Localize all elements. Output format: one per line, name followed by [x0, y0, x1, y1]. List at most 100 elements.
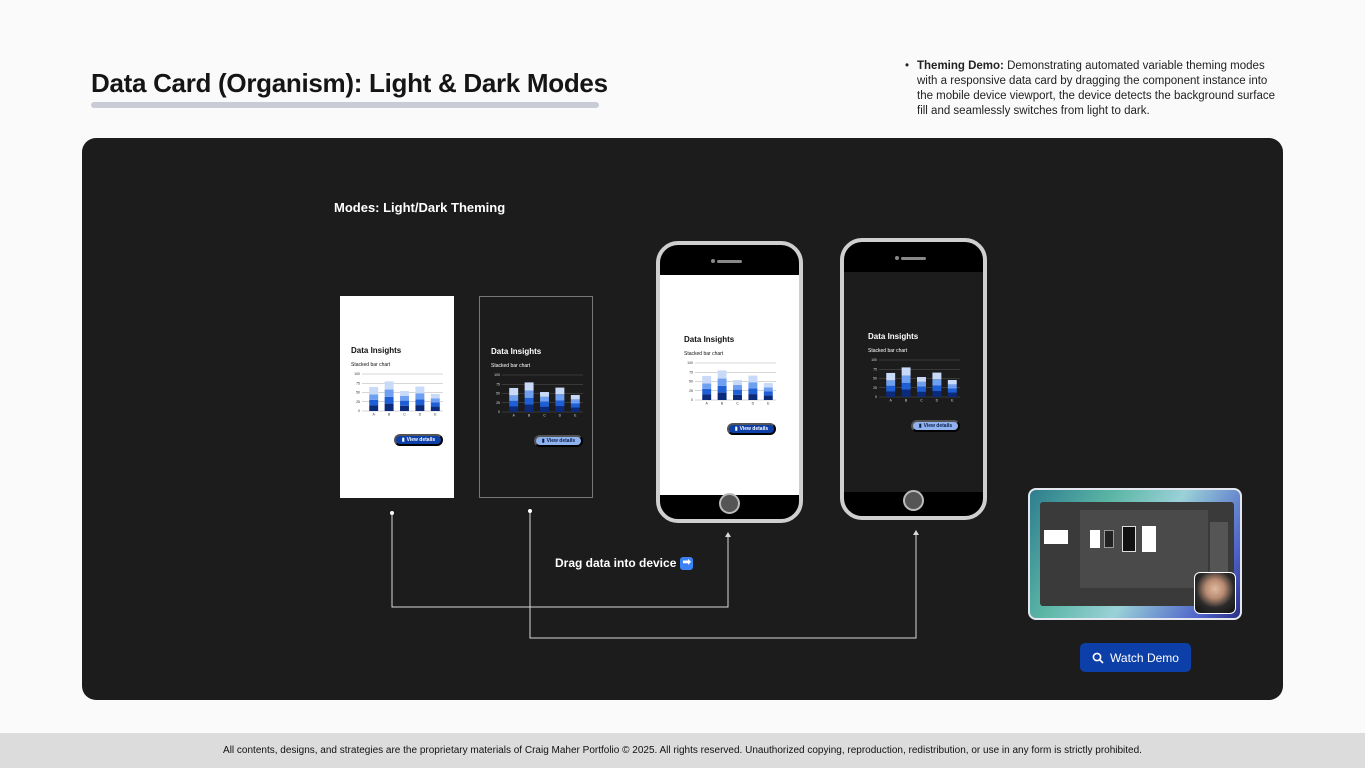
bar-segment: [763, 382, 773, 388]
drag-label-text: Drag data into device: [555, 556, 677, 570]
bar-segment: [901, 375, 911, 383]
bar-segment: [932, 372, 942, 380]
bar-segment: [555, 394, 565, 401]
camera-icon: [895, 256, 899, 260]
bar-segment: [702, 383, 712, 389]
view-details-button[interactable]: ▮View details: [911, 420, 960, 432]
bar-segment: [917, 381, 926, 387]
canvas-preview: [1080, 510, 1208, 588]
bar-segment: [400, 400, 409, 406]
bar-segment: [369, 386, 379, 395]
bar-segment: [717, 370, 727, 379]
theming-note: • Theming Demo: Demonstrating automated …: [905, 59, 1285, 119]
bar-segment: [886, 385, 896, 392]
bar-segment: [384, 396, 394, 404]
watch-demo-button[interactable]: Watch Demo: [1080, 643, 1191, 672]
bar-segment: [763, 391, 773, 396]
bar-segment: [947, 384, 957, 389]
bar-segment: [384, 389, 394, 397]
y-tick-label: 25: [356, 400, 360, 404]
bar-segment: [509, 400, 519, 407]
y-tick-label: 0: [358, 409, 360, 413]
bar-segment: [748, 394, 758, 400]
bar-segment: [430, 402, 440, 407]
y-tick-label: 0: [498, 410, 500, 414]
x-tick-label: B: [528, 414, 531, 418]
bar-segment: [733, 394, 742, 400]
y-tick-label: 75: [689, 370, 693, 374]
x-tick-label: C: [403, 413, 406, 417]
x-tick-label: D: [752, 402, 755, 406]
view-details-button[interactable]: ▮View details: [394, 434, 443, 446]
bar-segment: [540, 406, 549, 412]
bar-segment: [415, 393, 425, 400]
demo-video-thumbnail[interactable]: [1028, 488, 1242, 620]
card-title: Data Insights: [684, 335, 735, 344]
arrow-right-icon: ➡: [680, 556, 694, 570]
card-subtitle: Stacked bar chart: [351, 362, 391, 368]
x-tick-label: E: [574, 414, 577, 418]
x-tick-label: B: [905, 399, 908, 403]
bar-segment: [702, 394, 712, 400]
x-tick-label: C: [736, 402, 739, 406]
search-icon: [1092, 652, 1104, 664]
bar-segment: [733, 389, 742, 395]
y-tick-label: 50: [689, 380, 693, 384]
bar-segment: [570, 399, 580, 404]
y-tick-label: 25: [496, 401, 500, 405]
watch-demo-label: Watch Demo: [1110, 650, 1179, 665]
bar-segment: [555, 400, 565, 407]
bar-segment: [763, 395, 773, 400]
card-title: Data Insights: [351, 346, 402, 355]
bar-segment: [748, 388, 758, 395]
x-tick-label: D: [559, 414, 562, 418]
bar-segment: [540, 392, 549, 397]
bar-segment: [733, 380, 742, 385]
note-text: Demonstrating automated variable theming…: [917, 60, 1275, 117]
x-tick-label: D: [936, 399, 939, 403]
y-tick-label: 25: [689, 389, 693, 393]
bar-segment: [702, 375, 712, 384]
bar-segment: [524, 404, 534, 412]
bar-segment: [901, 367, 911, 376]
bar-segment: [524, 382, 534, 391]
x-tick-label: D: [419, 413, 422, 417]
bar-segment: [369, 405, 379, 411]
camera-icon: [711, 259, 715, 263]
bar-segment: [509, 406, 519, 412]
bar-segment: [932, 379, 942, 386]
x-tick-label: E: [767, 402, 770, 406]
view-details-button[interactable]: ▮View details: [534, 435, 583, 447]
bar-segment: [509, 387, 519, 396]
home-button[interactable]: [903, 490, 924, 511]
bar-segment: [524, 390, 534, 398]
y-tick-label: 100: [354, 372, 360, 376]
presenter-avatar: [1194, 572, 1236, 614]
bar-segment: [570, 407, 580, 412]
card-subtitle: Stacked bar chart: [868, 348, 908, 354]
view-details-button[interactable]: ▮View details: [727, 423, 776, 435]
bar-segment: [369, 394, 379, 400]
bar-segment: [917, 377, 926, 382]
y-tick-label: 100: [494, 373, 500, 377]
bar-segment: [524, 397, 534, 405]
bar-segment: [717, 392, 727, 400]
drag-instruction: Drag data into device ➡: [555, 556, 694, 570]
title-underline: [91, 102, 599, 108]
bar-segment: [415, 399, 425, 406]
home-button[interactable]: [719, 493, 740, 514]
bar-segment: [901, 389, 911, 397]
note-bullet: •: [905, 60, 910, 72]
bar-segment: [947, 388, 957, 393]
bar-chart-icon: ▮: [918, 423, 922, 429]
y-tick-label: 50: [873, 377, 877, 381]
drag-connectors: [390, 509, 919, 639]
